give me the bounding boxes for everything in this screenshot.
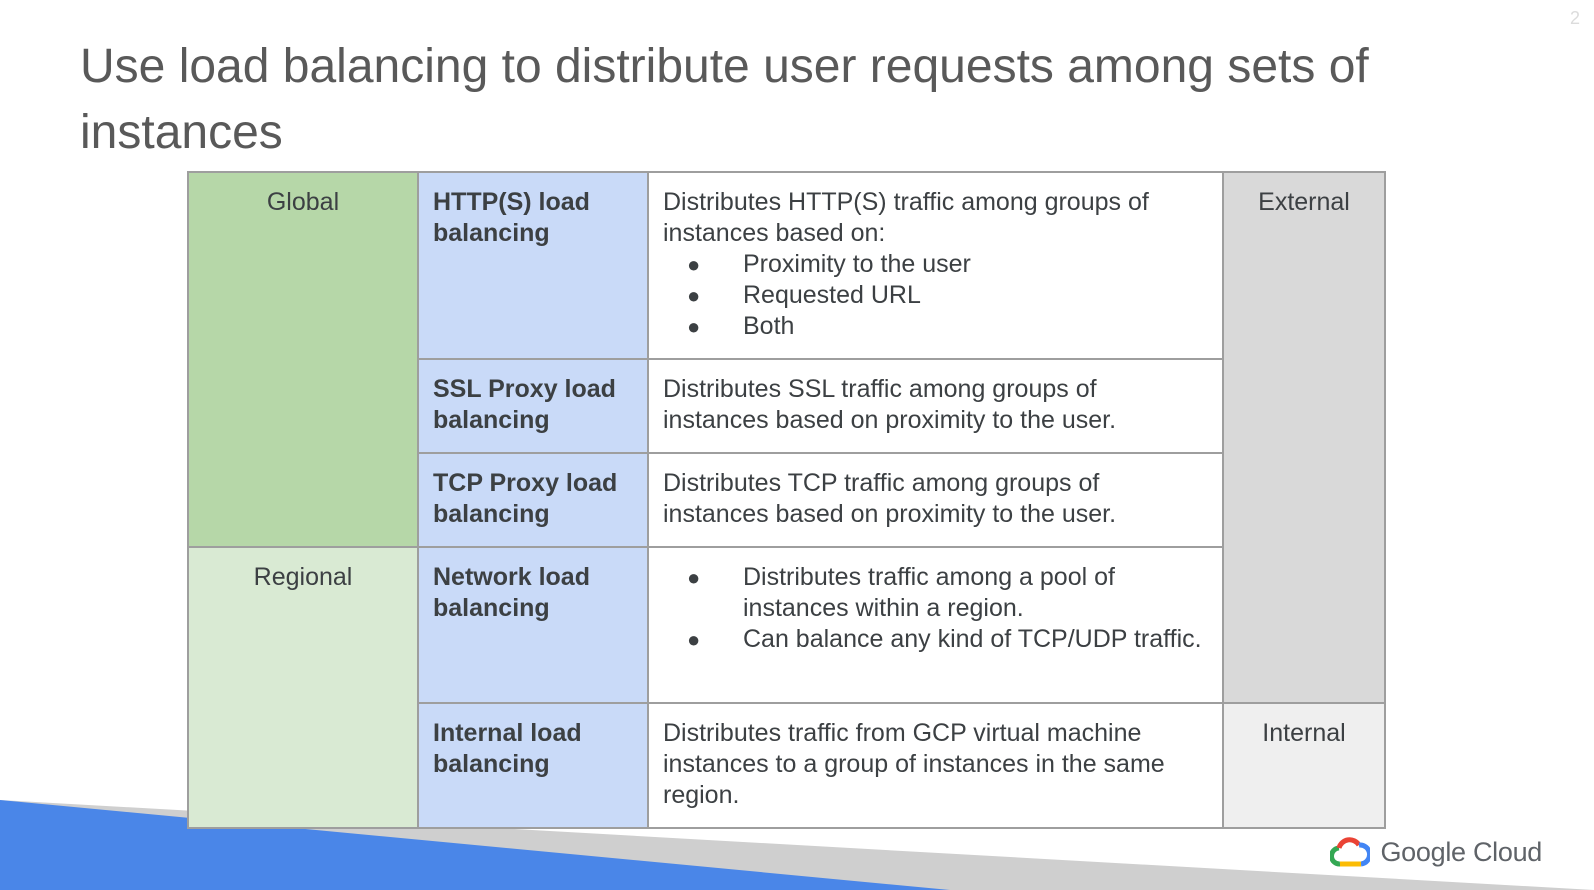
lb-desc-network: Distributes traffic among a pool of inst… (647, 546, 1224, 704)
lb-name-internal: Internal load balancing (417, 702, 649, 829)
exposure-external: External (1222, 171, 1386, 704)
list-item: Can balance any kind of TCP/UDP traffic. (663, 624, 1208, 655)
google-cloud-logo: Google Cloud (1330, 836, 1542, 868)
logo-text: Google Cloud (1380, 836, 1542, 867)
load-balancing-table: Global HTTP(S) load balancing Distribute… (187, 171, 1386, 829)
google-cloud-logo-icon (1330, 837, 1371, 867)
list-item: Distributes traffic among a pool of inst… (663, 562, 1208, 624)
lb-name-network: Network load balancing (417, 546, 649, 704)
lb-desc-https: Distributes HTTP(S) traffic among groups… (647, 171, 1224, 360)
lb-name-tcp-proxy: TCP Proxy load balancing (417, 452, 649, 548)
list-item: Both (663, 311, 1208, 342)
table-row: TCP Proxy load balancing Distributes TCP… (188, 452, 1385, 548)
table-row: Regional Network load balancing Distribu… (187, 546, 1385, 829)
lb-desc-internal: Distributes traffic from GCP virtual mac… (647, 702, 1224, 829)
lb-name-ssl-proxy: SSL Proxy load balancing (417, 358, 649, 454)
scope-regional: Regional (187, 546, 419, 829)
page-number: 2 (1569, 8, 1580, 28)
list-item: Requested URL (663, 280, 1208, 311)
bullet-list: Distributes traffic among a pool of inst… (663, 562, 1208, 655)
lb-desc-tcp-proxy: Distributes TCP traffic among groups of … (647, 452, 1224, 548)
slide-title: Use load balancing to distribute user re… (80, 40, 1369, 159)
table-row: Internal load balancing Distributes traf… (188, 702, 1386, 829)
list-item: Proximity to the user (663, 249, 1208, 280)
desc-text: Distributes HTTP(S) traffic among groups… (663, 188, 1149, 247)
table-row: Global HTTP(S) load balancing Distribute… (187, 171, 1386, 704)
lb-name-https: HTTP(S) load balancing (417, 171, 649, 360)
bullet-list: Proximity to the user Requested URL Both (663, 249, 1208, 342)
exposure-internal: Internal (1222, 702, 1386, 829)
scope-global: Global (187, 171, 419, 548)
lb-desc-ssl-proxy: Distributes SSL traffic among groups of … (647, 358, 1224, 454)
table-row: SSL Proxy load balancing Distributes SSL… (188, 358, 1385, 454)
